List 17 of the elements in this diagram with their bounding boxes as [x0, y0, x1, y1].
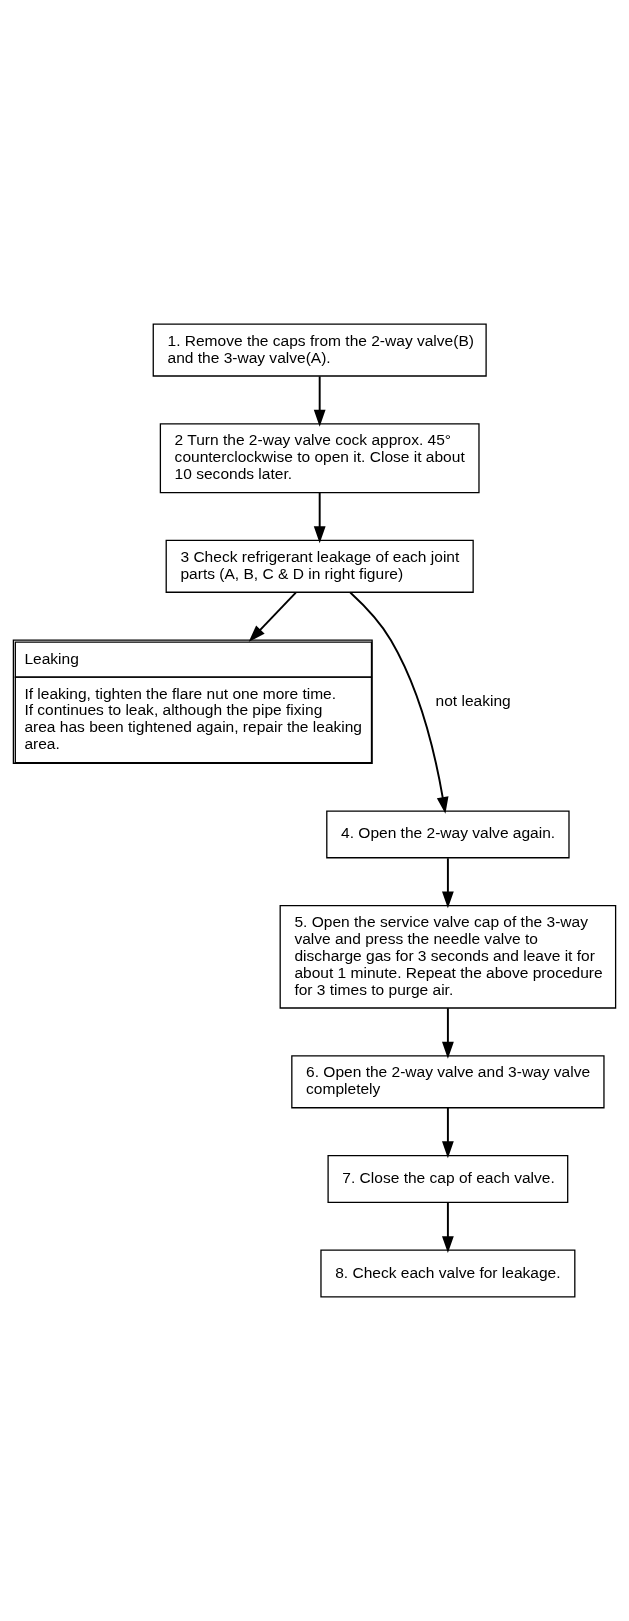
- arrow: [442, 1107, 454, 1159]
- arrow: [313, 491, 326, 544]
- node-box: 4. Open the 2-way valve again.: [326, 810, 570, 859]
- node-box: 5. Open the service valve cap of the 3-way valve and press the needle valve to discharge gas for 3 seconds and leave it for about 1 minute. Repeat the above procedure for 3 times to purge air.: [279, 905, 617, 1009]
- node-box: 2 Turn the 2-way valve cock approx. 45° counterclockwise to open it. Close it about 10 seconds later.: [159, 423, 480, 494]
- arrow: [442, 1007, 454, 1059]
- arrow: [248, 591, 297, 642]
- node-box: 3 Check refrigerant leakage of each joint parts (A, B, C & D in right figure): [165, 539, 474, 593]
- arrow: [313, 375, 326, 427]
- arrow: [349, 591, 449, 814]
- edge-label: not leaking: [435, 691, 511, 709]
- node-box: 8. Check each valve for leakage.: [320, 1249, 576, 1298]
- node-box: 1. Remove the caps from the 2-way valve(B) and the 3-way valve(A).: [152, 323, 487, 377]
- arrow: [442, 857, 454, 909]
- arrow: [442, 1201, 454, 1254]
- node-box: 6. Open the 2-way valve and 3-way valve completely: [291, 1055, 605, 1109]
- node-box: 7. Close the cap of each valve.: [327, 1155, 569, 1203]
